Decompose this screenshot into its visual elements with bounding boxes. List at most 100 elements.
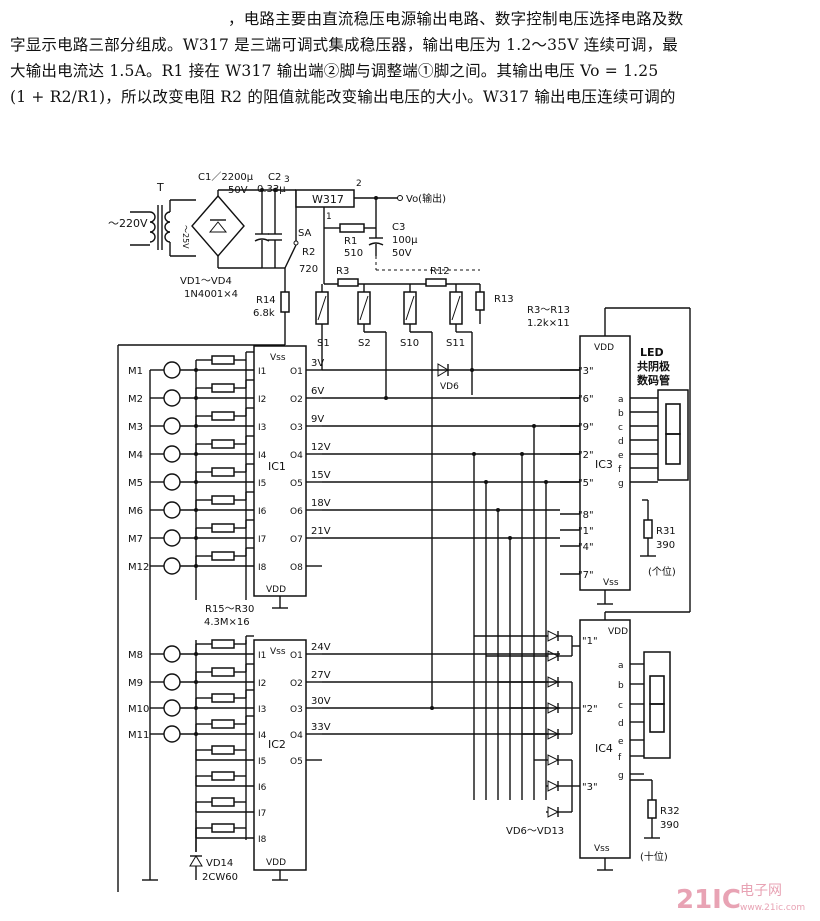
paragraph-line-2: 字显示电路三部分组成。W317 是三端可调式集成稳压器，输出电压为 1.2～35… [10,36,678,54]
key-button [163,445,181,463]
ic3-name: IC3 [595,458,613,471]
ic3-chip [579,335,631,591]
ic2-voltage-label: 24V [311,642,331,653]
r14-label: R14 [256,295,276,306]
pullup-resistor [211,771,235,781]
key-label: M6 [128,506,143,517]
r1-label: R1 [344,236,357,247]
key-button [163,645,181,663]
key-button [163,725,181,743]
ic4-segment-label: g [618,771,624,781]
key-button [163,389,181,407]
ic4-segment-label: c [618,701,623,711]
ic1-input-label: I5 [258,479,266,489]
c3-voltage: 50V [392,248,412,259]
key-button [163,361,181,379]
r2-label: R2 [302,247,315,258]
pullup-resistor-value: 4.3M×16 [204,617,250,628]
ic2-input-label: I6 [258,783,267,793]
key-label: M11 [128,730,149,741]
ic3-vdd: VDD [594,343,614,353]
ic2-output-label: O3 [290,705,303,715]
ic1-output-label: O8 [290,563,303,573]
ic2-vss: Vss [270,647,286,657]
ic1-input-label: I7 [258,535,266,545]
ic3-segment-label: f [618,465,622,475]
ic3-input-label: "3" [578,366,594,377]
ic3-segment-label: a [618,395,624,405]
key-button [163,417,181,435]
bridge-diodes-type: 1N4001×4 [184,289,238,300]
r31-position: (个位) [648,565,676,578]
pullup-resistor [211,467,235,477]
ic2-voltage-label: 27V [311,670,331,681]
ic1-output-label: O7 [290,535,303,545]
secondary-voltage: ～25V [181,225,190,249]
r3-label: R3 [336,266,349,277]
ic3-block: VDD Vss IC3 "3""6""9""2""5""8""1""4""7"a… [560,307,691,612]
switch-s10: S10 [400,284,433,708]
pullup-resistor [211,719,235,729]
s2-label: S2 [358,338,371,349]
pullup-resistor [211,355,235,365]
ic2-input-label: I7 [258,809,266,819]
ic4-input-label: "1" [582,636,598,647]
ic1-vdd: VDD [266,585,286,595]
ic1-input-label: I4 [258,451,267,461]
key-label: M7 [128,534,143,545]
key-label: M5 [128,478,143,489]
ic3-vss: Vss [603,578,619,588]
paragraph-line-4: (1 + R2/R1)，所以改变电阻 R2 的阻值就能改变输出电压的大小。W31… [10,88,676,106]
ic2-input-label: I4 [258,731,267,741]
ic4-segment-label: e [618,737,624,747]
s1-label: S1 [317,338,330,349]
key-label: M1 [128,366,143,377]
ic4-input-label: "3" [582,782,598,793]
ic1-voltage-label: 6V [311,386,324,397]
key-label: M4 [128,450,143,461]
ic4-chip [579,619,631,859]
ic2-output-label: O4 [290,731,303,741]
ic2-voltage-label: 30V [311,696,331,707]
ic4-name: IC4 [595,742,613,755]
r31-resistor: R31 390 (个位) [640,499,676,578]
ic4-input-label: "2" [582,704,598,715]
diode [547,702,560,714]
ic1-output-label: O3 [290,423,303,433]
ic3-input-label: "4" [578,542,594,553]
led-segment-lower [665,433,681,465]
ic3-input-label: "2" [578,450,594,461]
ic3-input-label: "9" [578,422,594,433]
switch-s1: S1 [315,284,330,370]
pullup-resistor [211,495,235,505]
bridge-rectifier: VD1～VD4 1N4001×4 [180,189,262,300]
ac-input-label: ～220V [108,217,148,230]
sa-label: SA [298,228,312,239]
ic2-input-label: I8 [258,835,267,845]
key-label: M8 [128,650,143,661]
ic1-input-label: I1 [258,367,266,377]
r1-value: 510 [344,248,363,259]
ladder-range-label: R3～R13 [527,305,570,316]
s10-label: S10 [400,338,419,349]
ic4-vss: Vss [594,844,610,854]
led-title-2: 共阴极 [637,359,671,373]
pullup-resistor [211,411,235,421]
ic4-segment-label: d [618,719,624,729]
r2-value: 720 [299,264,318,275]
diode [547,650,560,662]
ic1-output-label: O2 [290,395,303,405]
ic4-segment-label: f [618,753,622,763]
key-label: M12 [128,562,149,573]
key-label: M9 [128,678,143,689]
key-label: M10 [128,704,149,715]
vd6-label: VD6 [440,382,459,392]
w317-pin1: 1 [326,212,332,222]
transformer-symbol: T ～25V [149,181,196,257]
vd14-type: 2CW60 [202,872,238,883]
ic2-chip [253,639,307,871]
diode [547,754,560,766]
